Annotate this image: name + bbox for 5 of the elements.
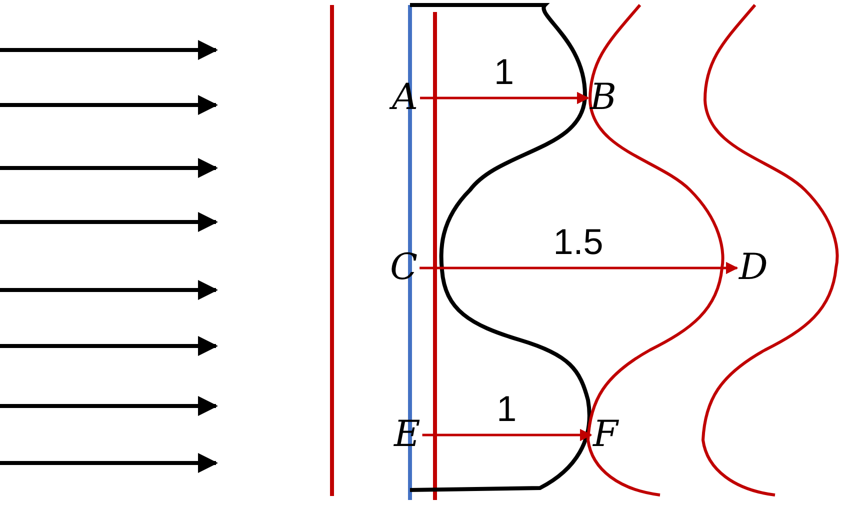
arrow: [420, 92, 590, 104]
point-label: D: [737, 248, 770, 288]
point-label: F: [591, 415, 620, 455]
arrow: [422, 428, 592, 442]
arrow: [420, 262, 738, 274]
